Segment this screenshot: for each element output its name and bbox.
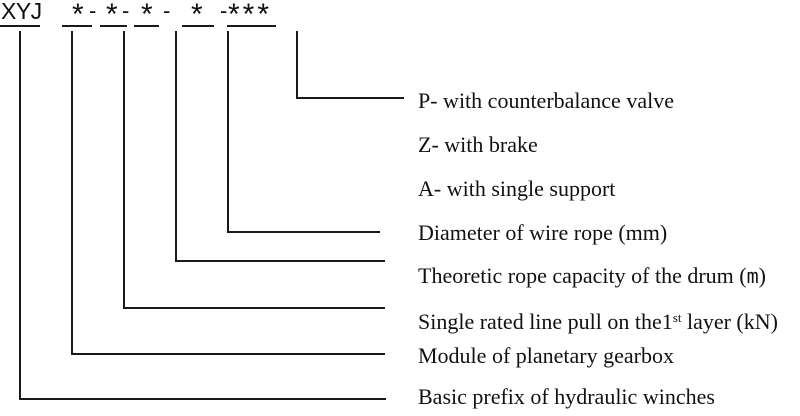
code-hyphen-2: - xyxy=(122,0,130,23)
code-hyphen-4: - xyxy=(220,0,228,23)
label-rope-capacity-unit: m xyxy=(746,264,759,288)
label-brake: Z- with brake xyxy=(418,132,538,157)
code-underline-prefix xyxy=(0,25,40,27)
label-counterbalance-valve: P- with counterbalance valve xyxy=(418,88,674,113)
connector-rope-capacity xyxy=(175,31,385,262)
code-star-1: * xyxy=(72,0,84,31)
label-rope-capacity-close: ) xyxy=(758,263,766,288)
label-rope-capacity-text: Theoretic rope capacity of the drum ( xyxy=(418,263,747,288)
label-wire-rope-diameter: Diameter of wire rope (mm) xyxy=(418,220,668,245)
connector-rated-line-pull xyxy=(123,31,385,309)
code-hyphen-3: - xyxy=(163,0,171,23)
code-star-3: * xyxy=(141,0,153,31)
connector-wire-rope-diameter xyxy=(227,31,380,233)
label-single-support: A- with single support xyxy=(418,176,616,201)
label-rope-capacity: Theoretic rope capacity of the drum (m) xyxy=(418,262,766,290)
connector-basic-prefix xyxy=(19,31,386,400)
label-rated-line-pull-text: Single rated line pull on the1 xyxy=(418,309,673,334)
code-star-2: * xyxy=(106,0,118,31)
code-prefix: XYJ xyxy=(1,0,42,24)
label-rated-line-pull-ordinal: st xyxy=(672,310,682,325)
code-underline-4 xyxy=(182,25,214,27)
code-underline-2 xyxy=(100,25,127,27)
label-planetary-gearbox: Module of planetary gearbox xyxy=(418,343,674,368)
code-star-4: * xyxy=(191,0,203,31)
code-underline-3 xyxy=(134,25,159,27)
label-rated-line-pull: Single rated line pull on the1st layer (… xyxy=(418,304,778,336)
connector-planetary-gearbox xyxy=(71,31,385,355)
label-basic-prefix: Basic prefix of hydraulic winches xyxy=(418,384,715,409)
code-hyphen-1: - xyxy=(89,0,97,23)
connector-counterbalance-valve xyxy=(296,31,404,99)
code-underline-5 xyxy=(227,25,276,27)
label-rated-line-pull-suffix: layer (kN) xyxy=(681,309,778,334)
code-triple-star: *** xyxy=(228,0,273,31)
code-underline-1 xyxy=(62,25,92,27)
